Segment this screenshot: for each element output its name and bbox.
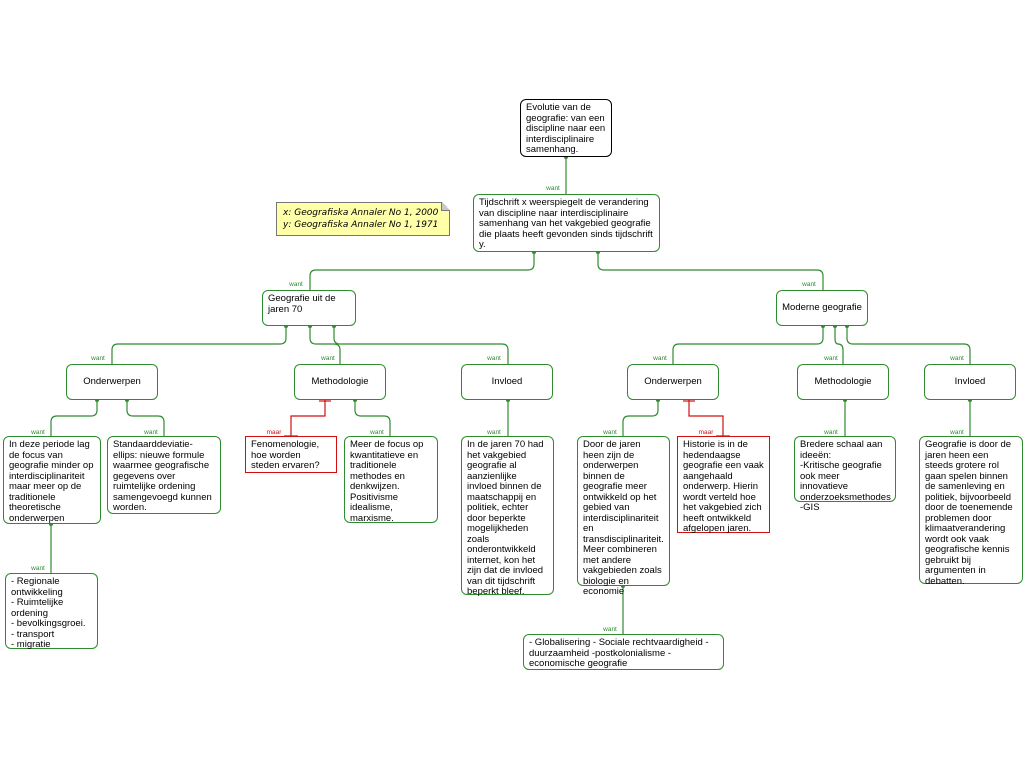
link-label-want: want — [487, 355, 501, 362]
link-label-want: want — [603, 429, 617, 436]
link-label-want: want — [950, 355, 964, 362]
node-regionale-onderwerpen[interactable]: - Regionale ontwikkeling - Ruimtelijke o… — [5, 573, 98, 650]
link-label-want: want — [289, 281, 303, 288]
node-methodologie-modern[interactable]: Methodologie — [797, 364, 889, 400]
link-label-want: want — [603, 626, 617, 633]
link-label-want: want — [370, 429, 384, 436]
node-invloed-modern[interactable]: Invloed — [924, 364, 1016, 400]
link-label-want: want — [824, 355, 838, 362]
link-label-want: want — [802, 281, 816, 288]
node-root[interactable]: Evolutie van de geografie: van een disci… — [520, 99, 612, 157]
node-globalisering[interactable]: - Globalisering - Sociale rechtvaardighe… — [523, 634, 724, 670]
node-standaarddeviatie[interactable]: Standaarddeviatie-ellips: nieuwe formule… — [107, 436, 221, 514]
note-line-x: x: Geografiska Annaler No 1, 2000 — [283, 208, 439, 218]
node-invloed-modern-text[interactable]: Geografie is door de jaren heen een stee… — [919, 436, 1023, 586]
link-label-want: want — [31, 565, 45, 572]
node-onderwerpen-modern[interactable]: Onderwerpen — [627, 364, 719, 400]
node-invloed-70-text[interactable]: In de jaren 70 had het vakgebied geograf… — [461, 436, 554, 597]
node-invloed-70[interactable]: Invloed — [461, 364, 553, 400]
node-methodologie-70[interactable]: Methodologie — [294, 364, 386, 400]
link-label-want: want — [487, 429, 501, 436]
node-door-de-jaren[interactable]: Door de jaren heen zijn de onderwerpen b… — [577, 436, 670, 597]
node-tijdschrift[interactable]: Tijdschrift x weerspiegelt de veranderin… — [473, 194, 660, 252]
source-note[interactable]: x: Geografiska Annaler No 1, 2000 y: Geo… — [276, 202, 450, 236]
node-fenomenologie[interactable]: Fenomenologie, hoe worden steden ervaren… — [245, 436, 337, 473]
node-focus-70[interactable]: In deze periode lag de focus van geograf… — [3, 436, 101, 524]
node-onderwerpen-70[interactable]: Onderwerpen — [66, 364, 158, 400]
note-fold-icon — [441, 202, 450, 211]
node-moderne-geografie[interactable]: Moderne geografie — [776, 290, 868, 326]
link-label-maar: maar — [698, 429, 714, 436]
node-historie[interactable]: Historie is in de hedendaagse geografie … — [677, 436, 770, 534]
link-label-want: want — [321, 355, 335, 362]
node-kwantitatief[interactable]: Meer de focus op kwantitatieve en tradit… — [344, 436, 438, 523]
link-label-want: want — [144, 429, 158, 436]
link-label-want: want — [653, 355, 667, 362]
link-label-want: want — [824, 429, 838, 436]
link-label-want: want — [546, 185, 560, 192]
link-label-want: want — [91, 355, 105, 362]
link-label-want: want — [31, 429, 45, 436]
node-bredere-schaal[interactable]: Bredere schaal aan ideeën: -Kritische ge… — [794, 436, 896, 513]
node-geografie-jaren-70[interactable]: Geografie uit de jaren 70 — [262, 290, 356, 326]
link-label-want: want — [950, 429, 964, 436]
note-line-y: y: Geografiska Annaler No 1, 1971 — [283, 220, 439, 230]
link-label-maar: maar — [266, 429, 282, 436]
